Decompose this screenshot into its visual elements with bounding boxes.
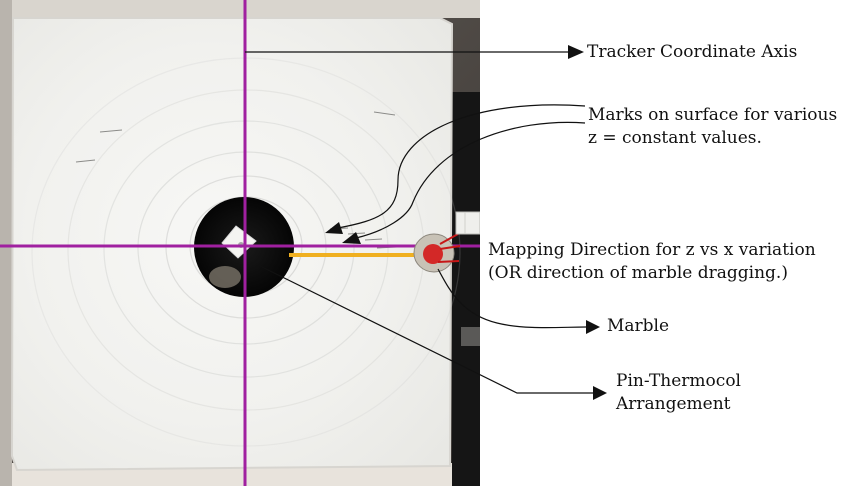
surface-marks-text-line-2: z = constant values. [588,127,762,148]
experiment-photo [0,0,480,486]
tracker-axis-label: Tracker Coordinate Axis [587,41,797,64]
mapping-direction-label: Mapping Direction for z vs x variation (… [488,239,816,285]
tracker-axis-text: Tracker Coordinate Axis [587,42,798,62]
pin-arrowhead [593,386,607,400]
pin-thermocol-text-line-2: Arrangement [616,393,731,414]
pencil-mark-5 [99,129,123,133]
mapping-direction-text-line-1: Mapping Direction for z vs x variation [488,240,816,260]
mapping-direction-text-line-2: (OR direction of marble dragging.) [488,262,788,283]
surface-marks-label: Marks on surface for various z = constan… [588,104,837,150]
hole-shadow-object [209,266,241,288]
pin-thermocol-label: Pin-Thermocol Arrangement [616,370,741,416]
pin-thermocol-text-line-1: Pin-Thermocol [616,371,741,391]
surface-marks-text-line-1: Marks on surface for various [588,105,838,125]
tracker-axis-arrowhead [568,45,584,59]
marble-label: Marble [607,315,669,338]
thermocol-piece [221,225,257,259]
pencil-mark-3 [364,238,383,241]
marble-arrowhead [586,320,600,334]
marble-text: Marble [607,316,670,336]
pencil-mark-6 [75,159,96,163]
top-paper-strip [0,0,480,18]
photo-frame [0,0,480,486]
left-edge-strip [0,0,12,486]
marble-assembly [413,233,461,273]
